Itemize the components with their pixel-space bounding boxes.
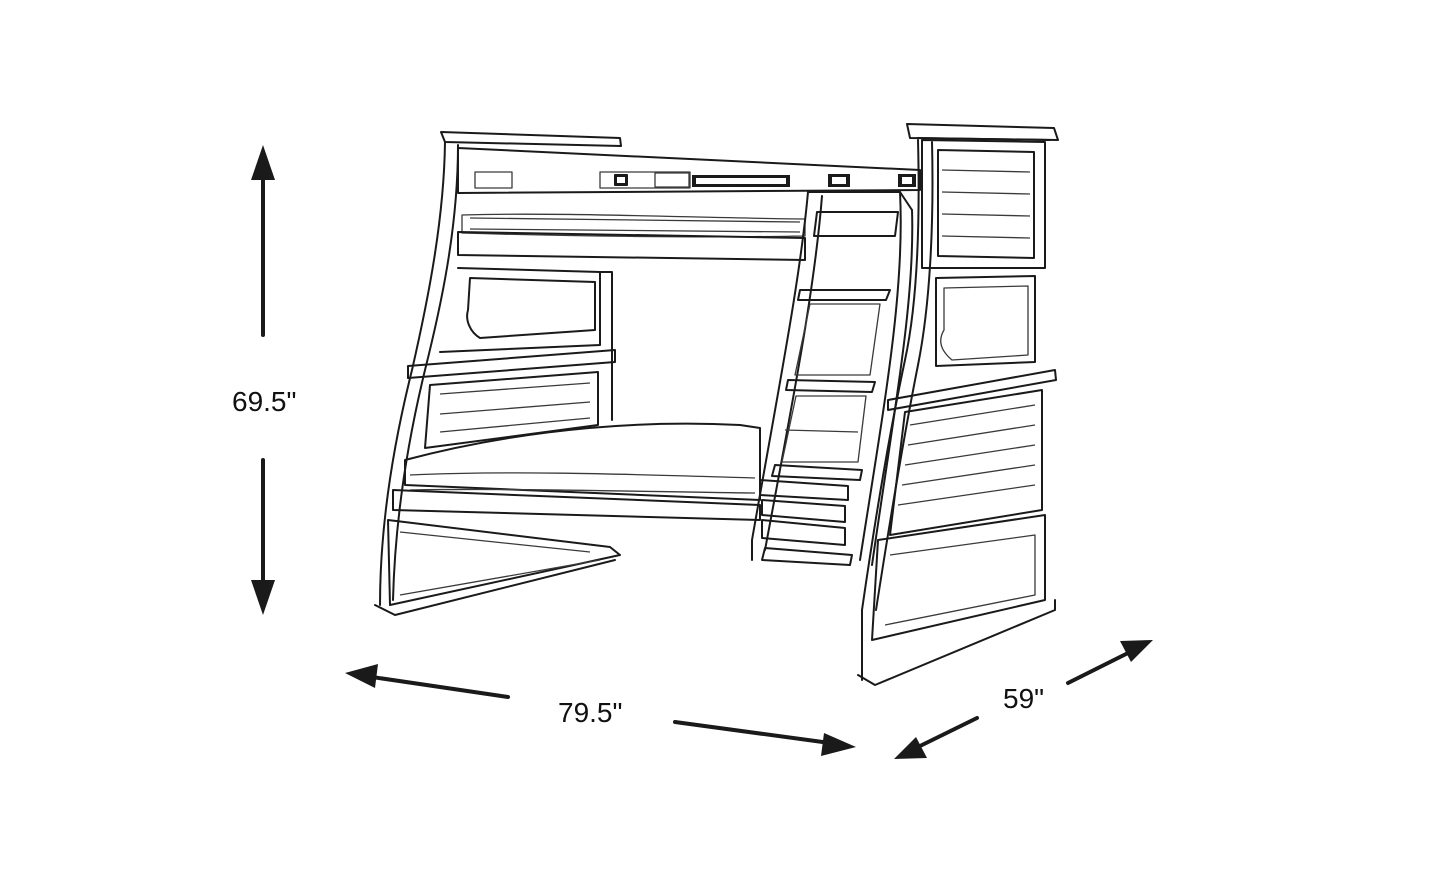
height-dimension-label: 69.5"	[232, 386, 297, 417]
width-dimension-arrow	[345, 664, 856, 756]
depth-dimension-arrow	[894, 640, 1153, 759]
width-dimension-label: 79.5"	[558, 697, 623, 728]
depth-dimension-label: 59"	[1003, 683, 1045, 714]
right-end-frame	[857, 123, 1059, 686]
height-dimension-arrow	[251, 145, 275, 615]
ladder	[751, 191, 914, 566]
left-end-frame	[374, 131, 921, 616]
